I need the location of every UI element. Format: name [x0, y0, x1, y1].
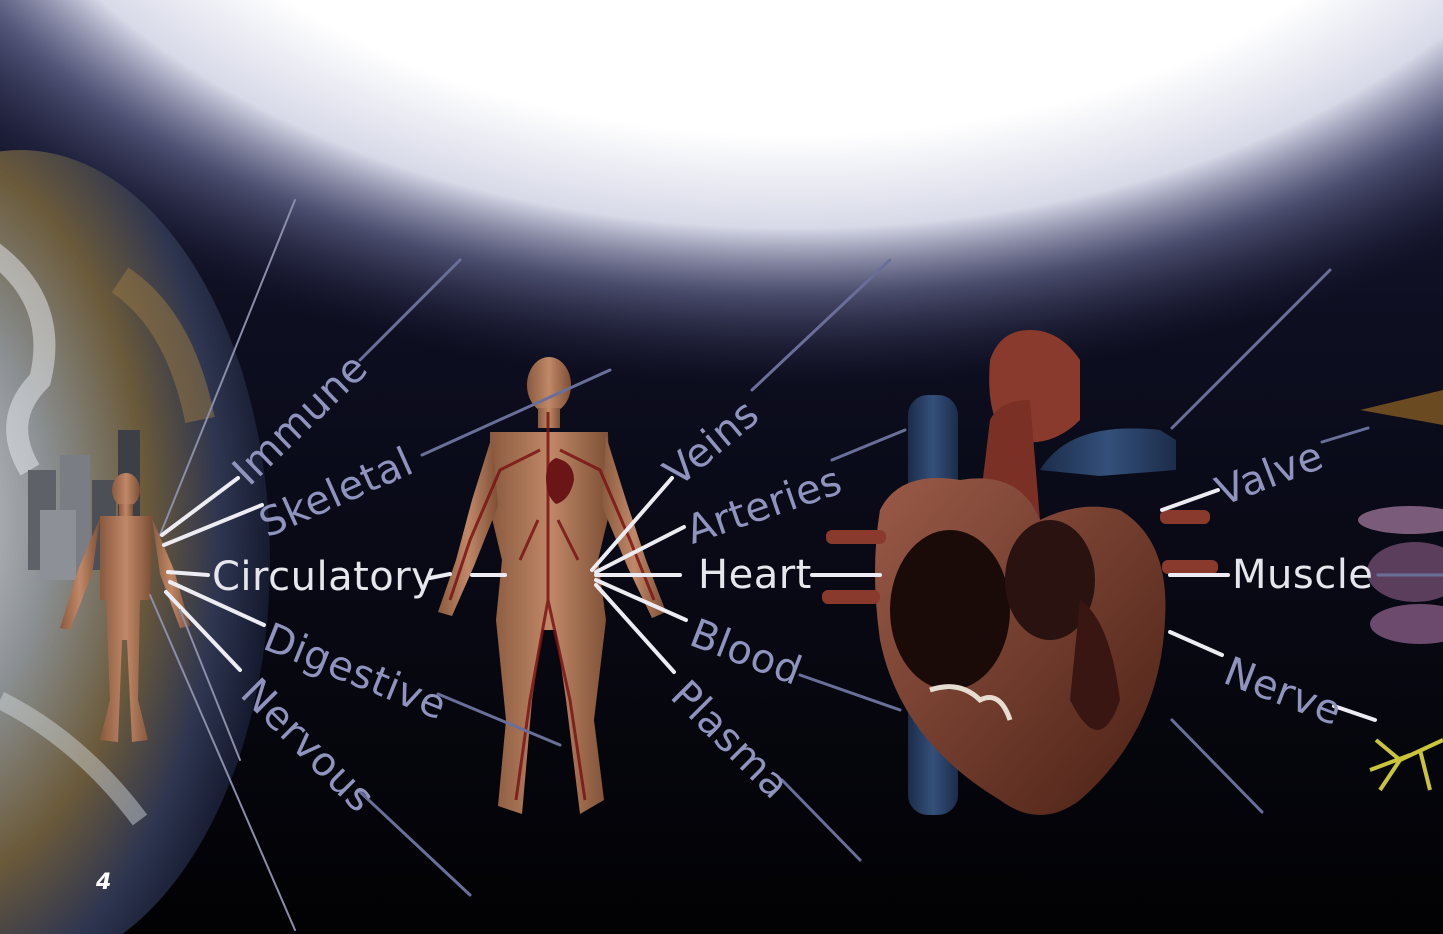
label-muscle: Muscle [1232, 555, 1373, 595]
label-circulatory: Circulatory [212, 557, 435, 597]
page-number: 4 [96, 870, 111, 895]
label-heart: Heart [698, 555, 812, 595]
